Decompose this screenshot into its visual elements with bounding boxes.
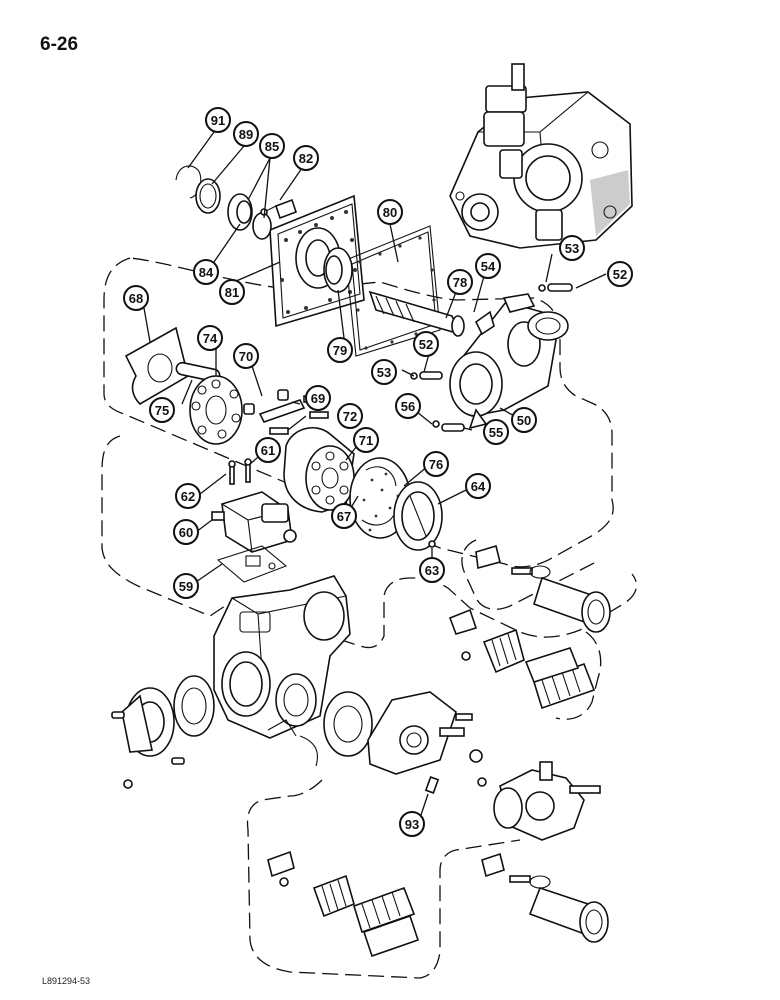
svg-text:59: 59 xyxy=(179,579,193,594)
svg-text:54: 54 xyxy=(481,259,496,274)
svg-text:53: 53 xyxy=(377,365,391,380)
svg-text:56: 56 xyxy=(401,399,415,414)
main-pump-housing xyxy=(213,575,351,739)
group-outline-valve xyxy=(101,435,638,649)
callout-82: 82 xyxy=(293,145,319,171)
callout-59: 59 xyxy=(173,573,199,599)
svg-text:82: 82 xyxy=(299,151,313,166)
svg-text:68: 68 xyxy=(129,291,143,306)
svg-text:78: 78 xyxy=(453,275,467,290)
callout-76: 76 xyxy=(423,451,449,477)
callout-70: 70 xyxy=(233,343,259,369)
svg-text:63: 63 xyxy=(425,563,439,578)
pins-52-53-55-56 xyxy=(410,283,573,432)
svg-text:81: 81 xyxy=(225,285,239,300)
svg-text:67: 67 xyxy=(337,509,351,524)
control-valve-60 xyxy=(211,491,297,553)
callout-61: 61 xyxy=(255,437,281,463)
mounting-flange xyxy=(111,675,215,789)
svg-text:60: 60 xyxy=(179,525,193,540)
charge-pump xyxy=(323,691,483,794)
svg-text:52: 52 xyxy=(613,267,627,282)
svg-text:61: 61 xyxy=(261,443,275,458)
svg-text:50: 50 xyxy=(517,413,531,428)
svg-text:69: 69 xyxy=(311,391,325,406)
callout-71: 71 xyxy=(353,427,379,453)
svg-text:89: 89 xyxy=(239,127,253,142)
gasket-59 xyxy=(216,545,288,583)
group-outline-upper xyxy=(103,257,614,568)
callout-75: 75 xyxy=(149,397,175,423)
callout-60: 60 xyxy=(173,519,199,545)
callout-52-lower: 52 xyxy=(413,331,439,357)
svg-text:72: 72 xyxy=(343,409,357,424)
relief-valve-assembly xyxy=(477,761,601,841)
svg-text:55: 55 xyxy=(489,425,503,440)
svg-text:53: 53 xyxy=(565,241,579,256)
servo-spring-assembly xyxy=(448,544,611,710)
page-number: 6-26 xyxy=(40,34,79,55)
lower-servo-assembly xyxy=(267,850,609,958)
callout-81: 81 xyxy=(219,279,245,305)
callout-68: 68 xyxy=(123,285,149,311)
group-outline-right xyxy=(461,539,601,610)
callout-85: 85 xyxy=(259,133,285,159)
callout-74: 74 xyxy=(197,325,223,351)
figure-code: L891294-53 xyxy=(42,976,91,986)
callout-50: 50 xyxy=(511,407,537,433)
callout-67: 67 xyxy=(331,503,357,529)
ring-89 xyxy=(195,178,221,214)
seal-85-84 xyxy=(227,193,272,240)
group-outline-spring xyxy=(555,631,602,720)
svg-text:76: 76 xyxy=(429,457,443,472)
callout-53-upper: 53 xyxy=(559,235,585,261)
svg-text:93: 93 xyxy=(405,817,419,832)
cam-plate-68 xyxy=(124,326,189,406)
svg-text:84: 84 xyxy=(199,265,214,280)
callout-80: 80 xyxy=(377,199,403,225)
callout-54: 54 xyxy=(475,253,501,279)
pin-63 xyxy=(428,540,436,548)
callout-55: 55 xyxy=(483,419,509,445)
callout-79: 79 xyxy=(327,337,353,363)
callout-84: 84 xyxy=(193,259,219,285)
callout-64: 64 xyxy=(465,473,491,499)
retaining-ring xyxy=(299,735,318,767)
bearing-79 xyxy=(323,247,353,293)
pump-assembly xyxy=(449,63,633,249)
svg-text:74: 74 xyxy=(203,331,218,346)
svg-text:52: 52 xyxy=(419,337,433,352)
svg-text:64: 64 xyxy=(471,479,486,494)
svg-text:85: 85 xyxy=(265,139,279,154)
callout-91: 91 xyxy=(205,107,231,133)
callout-63: 63 xyxy=(419,557,445,583)
callout-93: 93 xyxy=(399,811,425,837)
svg-text:70: 70 xyxy=(239,349,253,364)
svg-text:75: 75 xyxy=(155,403,169,418)
retainer-plate-74 xyxy=(189,375,243,445)
thrust-plate-64 xyxy=(393,481,443,551)
svg-text:91: 91 xyxy=(211,113,225,128)
callout-69: 69 xyxy=(305,385,331,411)
svg-text:80: 80 xyxy=(383,205,397,220)
callout-52-upper: 52 xyxy=(607,261,633,287)
callout-53-lower: 53 xyxy=(371,359,397,385)
callout-78: 78 xyxy=(447,269,473,295)
callout-62: 62 xyxy=(175,483,201,509)
callout-72: 72 xyxy=(337,403,363,429)
screws-61-62 xyxy=(228,458,252,485)
group-outline-lower xyxy=(246,779,521,979)
svg-text:62: 62 xyxy=(181,489,195,504)
drive-shaft-78 xyxy=(368,290,465,337)
callout-89: 89 xyxy=(233,121,259,147)
callout-56: 56 xyxy=(395,393,421,419)
svg-text:79: 79 xyxy=(333,343,347,358)
cylinder-block-71 xyxy=(283,426,355,513)
svg-text:71: 71 xyxy=(359,433,373,448)
swashplate-housing-50 xyxy=(449,293,569,430)
